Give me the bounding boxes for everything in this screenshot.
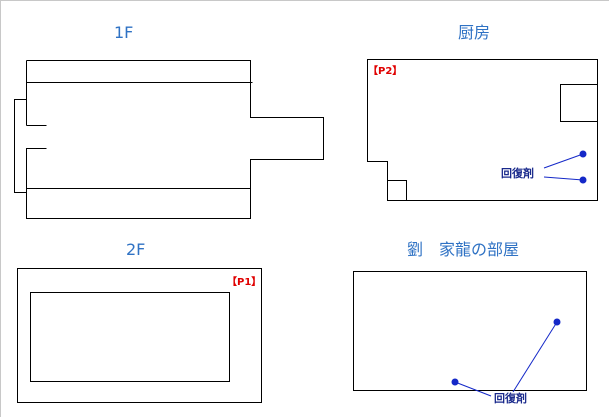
floor2-point-tag: 【P1】 bbox=[227, 277, 262, 288]
floor1-outline bbox=[26, 60, 324, 219]
window-border-top bbox=[0, 0, 609, 1]
item-marker bbox=[451, 378, 459, 386]
kitchen-corner-box bbox=[387, 180, 407, 201]
item-marker bbox=[579, 176, 587, 184]
floor2-title: 2F bbox=[126, 240, 146, 259]
floor1-entrance-bracket bbox=[14, 99, 27, 193]
kitchen-leader-line bbox=[543, 153, 584, 169]
room-outline bbox=[353, 271, 587, 391]
room-item-label: 回復剤 bbox=[494, 392, 527, 405]
item-marker bbox=[553, 318, 561, 326]
kitchen-notch bbox=[560, 84, 598, 122]
floor1-entrance-step-lower bbox=[26, 148, 47, 174]
kitchen-title: 厨房 bbox=[458, 23, 491, 42]
kitchen-point-tag: 【P2】 bbox=[368, 66, 403, 77]
floor2-outer-wall bbox=[17, 268, 262, 403]
room-leader-line bbox=[454, 381, 492, 397]
kitchen-leader-line bbox=[543, 176, 584, 181]
kitchen-item-label: 回復剤 bbox=[501, 167, 534, 180]
item-marker bbox=[579, 150, 587, 158]
window-border-left bbox=[0, 0, 1, 417]
room-title: 劉 家龍の部屋 bbox=[407, 240, 520, 259]
floor2-inner-wall bbox=[30, 292, 230, 382]
floor1-title: 1F bbox=[114, 23, 134, 42]
room-leader-line bbox=[512, 321, 558, 393]
kitchen-outline bbox=[367, 59, 598, 201]
